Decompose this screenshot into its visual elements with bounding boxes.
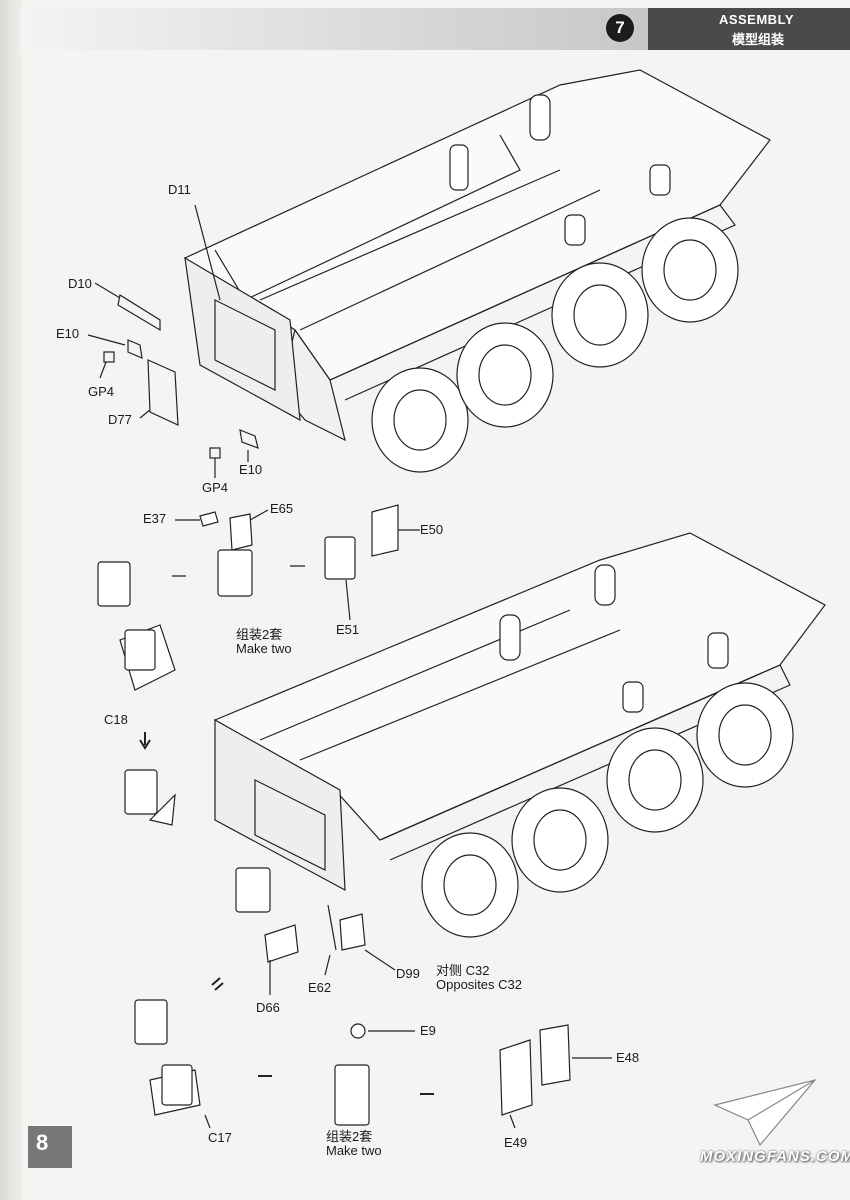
label-d11: D11: [168, 182, 191, 197]
lower-wheels: [421, 682, 794, 938]
label-e50: E50: [420, 522, 444, 537]
part-d77: [147, 359, 179, 426]
label-e65: E65: [270, 501, 294, 516]
jerrycan-subassembly: [97, 504, 420, 691]
label-opposite-en: Opposites C32: [436, 977, 522, 992]
label-make-two-zh-2: 组装2套: [326, 1129, 373, 1144]
label-e51: E51: [336, 622, 360, 637]
label-e37: E37: [143, 511, 167, 526]
label-opposite-zh: 对侧 C32: [436, 963, 490, 978]
part-d10: [117, 294, 161, 332]
label-e49: E49: [504, 1135, 528, 1150]
bottom-jerrycan-subassembly: [134, 977, 612, 1129]
section-title-zh: 模型组装: [731, 32, 784, 47]
upper-wheels: [371, 217, 739, 473]
label-d77: D77: [108, 412, 132, 427]
label-d10: D10: [68, 276, 92, 291]
label-c17: C17: [208, 1130, 232, 1145]
watermark-text: MOXINGFANS.COM: [700, 1148, 850, 1165]
upper-vehicle-hull: [87, 69, 771, 478]
label-d66: D66: [256, 1000, 280, 1015]
part-e10-bottom: [239, 429, 259, 449]
label-e48: E48: [616, 1050, 640, 1065]
label-d99: D99: [396, 966, 420, 981]
section-title-en: ASSEMBLY: [718, 12, 794, 27]
label-make-two-zh-1: 组装2套: [236, 627, 283, 642]
page-binding-edge: [0, 0, 22, 1200]
header-title-box: [648, 8, 850, 50]
label-make-two-en-1: Make two: [236, 641, 292, 656]
part-e10-top: [127, 339, 143, 359]
lower-vehicle-hull: [124, 532, 826, 995]
part-gp4-bottom: [209, 447, 221, 459]
step-number-badge: 7: [606, 14, 634, 42]
label-gp4-bottom: GP4: [202, 480, 229, 495]
label-gp4-top: GP4: [88, 384, 115, 399]
page-number: 8: [28, 1126, 72, 1168]
label-e10-bottom: E10: [239, 462, 263, 477]
label-e62: E62: [308, 980, 332, 995]
label-e10-top: E10: [56, 326, 80, 341]
label-c18: C18: [104, 712, 128, 727]
watermark-logo: [713, 1078, 817, 1147]
label-e9: E9: [420, 1023, 436, 1038]
part-gp4-top: [103, 351, 115, 363]
label-make-two-en-2: Make two: [326, 1143, 382, 1158]
